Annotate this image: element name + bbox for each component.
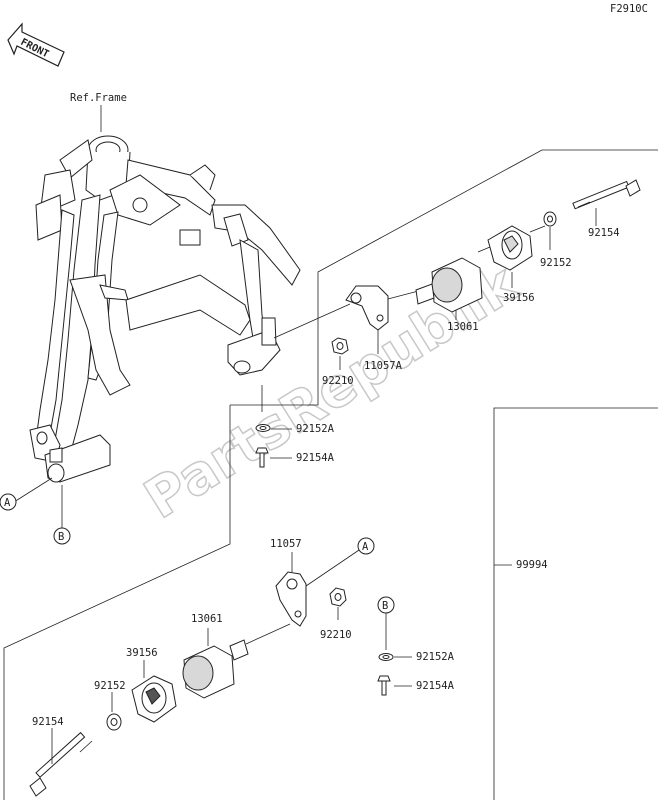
upper-nut-label: 92210 [322,375,354,387]
ref-marker-b-frame [53,527,71,545]
lower-bolt-a-label: 92154A [416,680,455,692]
ref-frame-label: Ref.Frame [70,92,127,104]
upper-slider-label: 13061 [447,321,479,333]
frame-drawing [29,135,301,483]
kit-number: 99994 [516,559,548,571]
nut-92210-upper [331,337,349,355]
ref-b-kit: B [382,600,388,612]
bolt-92154-upper [572,179,641,210]
ref-b-frame: B [58,531,64,543]
ref-marker-a-kit [357,537,375,555]
washer-92152a-lower [378,653,394,661]
ref-marker-a-frame [0,493,17,511]
lower-washer-a-label: 92152A [416,651,455,663]
bolt-92154-lower [29,731,93,797]
lower-washer-label: 92152 [94,680,126,692]
lower-cover-label: 39156 [126,647,158,659]
figure-code: F2910C [610,3,648,15]
slider-13061-upper [415,257,483,313]
lower-slider-label: 13061 [191,613,223,625]
washer-92152-lower [106,713,122,731]
washer-92152a-frame [255,424,271,432]
frame-washer-label: 92152A [296,423,335,435]
kit-boundary-left [3,405,231,800]
upper-bracket-label: 11057A [364,360,403,372]
upper-bolt-label: 92154 [588,227,620,239]
upper-cover-label: 39156 [503,292,535,304]
upper-washer-label: 92152 [540,257,572,269]
cover-39156-upper [487,225,533,271]
lower-bracket-label: 11057 [270,538,302,550]
kit-boundary-right [493,407,658,800]
front-arrow-icon: FRONT [7,22,65,67]
nut-92210-lower [329,587,347,607]
washer-92152-upper [543,211,557,227]
frame-bolt-label: 92154A [296,452,335,464]
lower-nut-label: 92210 [320,629,352,641]
lower-bolt-label: 92154 [32,716,64,728]
bolt-92154a-lower [377,675,391,696]
cover-39156-lower [131,675,177,723]
bracket-11057-lower [275,571,307,627]
kit-boundary-top [230,149,658,406]
bracket-11057a-upper [345,285,389,331]
ref-a-kit: A [362,541,369,553]
ref-a-frame: A [4,497,11,509]
bolt-92154a-frame [255,447,269,468]
slider-13061-lower [182,639,249,699]
